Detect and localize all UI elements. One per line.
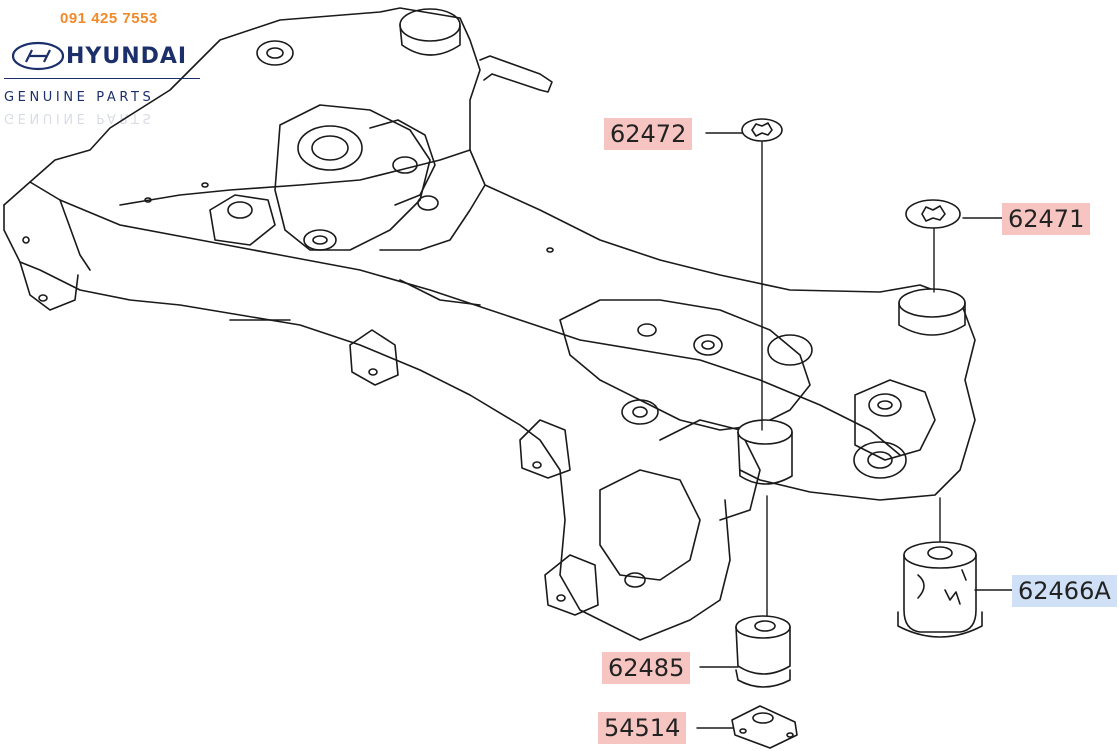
brand-divider: [4, 78, 200, 79]
washer-62471-drawing: [905, 199, 961, 229]
subframe-rear-bushing: [898, 288, 966, 336]
callout-62472[interactable]: 62472: [604, 118, 693, 150]
callout-62471[interactable]: 62471: [1002, 203, 1091, 235]
washer-62472-drawing: [741, 118, 783, 142]
brand-tagline: GENUINE PARTS: [4, 90, 155, 105]
bushing-62485-drawing: [735, 615, 791, 688]
callout-62485[interactable]: 62485: [602, 652, 691, 684]
callout-62466A[interactable]: 62466A: [1012, 575, 1117, 607]
brand-wordmark: HYUNDAI: [66, 44, 188, 69]
brand-tagline-reflection: GENUINE PARTS: [4, 110, 155, 125]
subframe-outline: [3, 7, 976, 641]
bushing-62466A-drawing: [897, 541, 983, 638]
subframe-front-bushing: [737, 419, 793, 485]
hyundai-logo-icon: [11, 41, 65, 71]
bracket-54514-drawing: [731, 705, 798, 749]
dealer-phone: 091 425 7553: [60, 10, 158, 27]
subframe-bores: [22, 8, 907, 602]
leader-lines: [696, 132, 1015, 729]
callout-54514[interactable]: 54514: [598, 712, 687, 744]
